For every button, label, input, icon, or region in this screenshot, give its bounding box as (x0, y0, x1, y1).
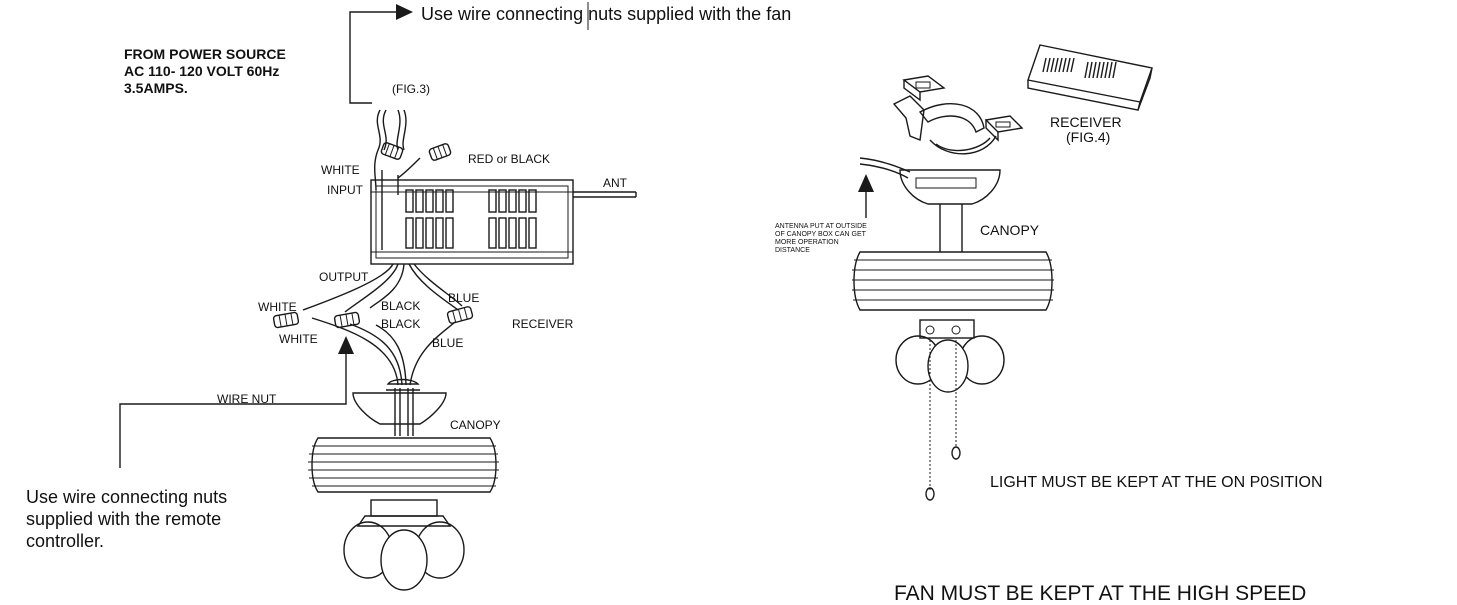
ant-label: ANT (603, 176, 627, 190)
left-canopy (352, 378, 447, 436)
receiver-box (370, 179, 637, 265)
antenna-note: ANTENNA PUT AT OUTSIDE OF CANOPY BOX CAN… (775, 223, 867, 255)
power-source-line-1: FROM POWER SOURCE (124, 46, 286, 62)
remote-nuts-note: Use wire connecting nuts supplied with t… (26, 486, 227, 552)
remote-nuts-note-line-3: controller. (26, 531, 105, 551)
blue-output-label: BLUE (448, 291, 480, 305)
red-or-black-label: RED or BLACK (468, 152, 551, 166)
remote-nuts-note-line-2: supplied with the remote (26, 509, 222, 529)
mounting-bracket (892, 75, 1024, 155)
output-label: OUTPUT (319, 270, 369, 284)
top-note-leader (349, 2, 589, 104)
receiver-label-left: RECEIVER (512, 317, 574, 331)
antenna-note-line-4: DISTANCE (775, 247, 810, 254)
antenna-note-line-3: MORE OPERATION (775, 239, 839, 246)
pull-chains (925, 340, 961, 501)
receiver-label-right: RECEIVER (1050, 114, 1122, 130)
input-wires (374, 109, 421, 250)
antenna-wire (858, 157, 911, 218)
white-fan-label: WHITE (279, 332, 318, 346)
top-note: Use wire connecting nuts supplied with t… (421, 4, 792, 24)
wire-nut-leader (119, 336, 354, 468)
left-light-kit (343, 521, 465, 591)
power-source-line-3: 3.5AMPS. (124, 80, 188, 96)
white-input-label: WHITE (321, 163, 360, 177)
fig4-label: (FIG.4) (1066, 129, 1111, 145)
power-source-label: FROM POWER SOURCE AC 110- 120 VOLT 60Hz … (124, 46, 286, 97)
canopy-label-right: CANOPY (980, 222, 1040, 238)
output-wires (302, 263, 463, 386)
blue-fan-label: BLUE (432, 336, 464, 350)
left-fan-motor (308, 437, 499, 527)
wire-nut-label: WIRE NUT (217, 392, 277, 406)
right-fan-motor (852, 251, 1054, 339)
power-source-line-2: AC 110- 120 VOLT 60Hz (124, 63, 280, 79)
output-wire-nuts (272, 306, 474, 329)
input-label: INPUT (327, 183, 363, 197)
white-output-label: WHITE (258, 300, 297, 314)
light-note: LIGHT MUST BE KEPT AT THE ON P0SITION (990, 474, 1323, 491)
black-fan-label: BLACK (381, 317, 421, 331)
antenna-note-line-1: ANTENNA PUT AT OUTSIDE (775, 223, 867, 230)
right-canopy (899, 169, 1001, 252)
fan-speed-note: FAN MUST BE KEPT AT THE HIGH SPEED (894, 582, 1307, 605)
remote-nuts-note-line-1: Use wire connecting nuts (26, 487, 228, 507)
antenna-note-line-2: OF CANOPY BOX CAN GET (775, 231, 866, 238)
canopy-label-left: CANOPY (450, 418, 501, 432)
fig3-label: (FIG.3) (392, 82, 430, 96)
remote-handset (1027, 44, 1153, 111)
right-light-kit (895, 335, 1005, 393)
input-wire-nuts (380, 142, 452, 161)
black-output-label: BLACK (381, 299, 421, 313)
